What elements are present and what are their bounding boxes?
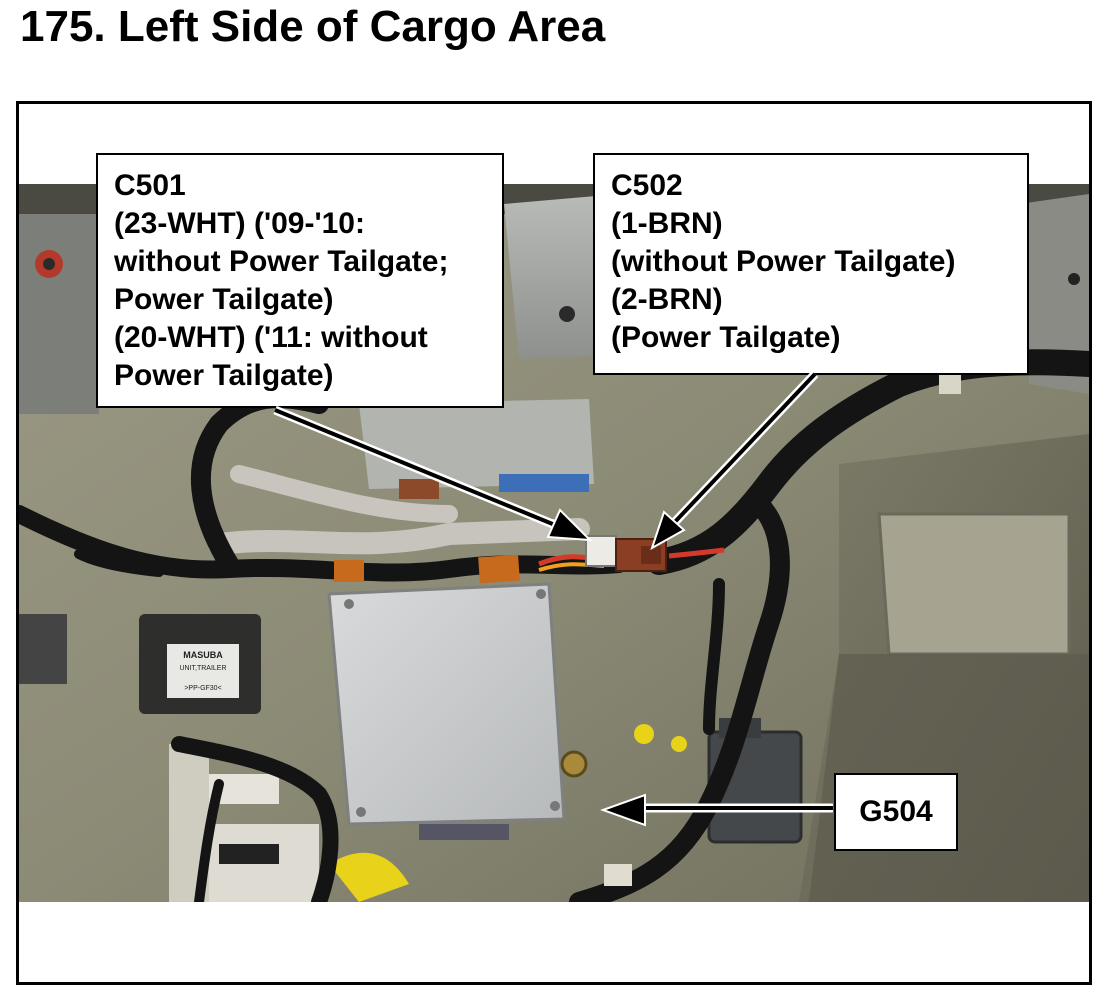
c501-line-4: Power Tailgate) bbox=[114, 283, 334, 316]
c501-callout: C501 (23-WHT) ('09-'10: without Power Ta… bbox=[96, 153, 504, 408]
c501-line-5: (20-WHT) ('11: without bbox=[114, 321, 428, 354]
relay-line2-text: >PP-GF30< bbox=[184, 685, 221, 692]
g504-callout: G504 bbox=[834, 773, 958, 851]
c501-line-6: Power Tailgate) bbox=[114, 359, 334, 392]
figure-frame: MASUBA UNIT,TRAILER >PP-GF30< bbox=[16, 101, 1092, 985]
relay-brand-text: MASUBA bbox=[183, 650, 223, 660]
c502-line-2: (1-BRN) bbox=[611, 207, 723, 240]
relay-line1-text: UNIT,TRAILER bbox=[179, 665, 226, 672]
g504-label: G504 bbox=[859, 795, 933, 828]
c501-line-3: without Power Tailgate; bbox=[114, 245, 449, 278]
c501-line-2: (23-WHT) ('09-'10: bbox=[114, 207, 365, 240]
c502-line-3: (without Power Tailgate) bbox=[611, 245, 956, 278]
c501-line-1: C501 bbox=[114, 169, 186, 202]
c502-line-1: C502 bbox=[611, 169, 683, 202]
c502-callout: C502 (1-BRN) (without Power Tailgate) (2… bbox=[593, 153, 1029, 375]
c502-line-4: (2-BRN) bbox=[611, 283, 723, 316]
page-title: 175. Left Side of Cargo Area bbox=[20, 2, 606, 51]
c502-line-5: (Power Tailgate) bbox=[611, 321, 841, 354]
